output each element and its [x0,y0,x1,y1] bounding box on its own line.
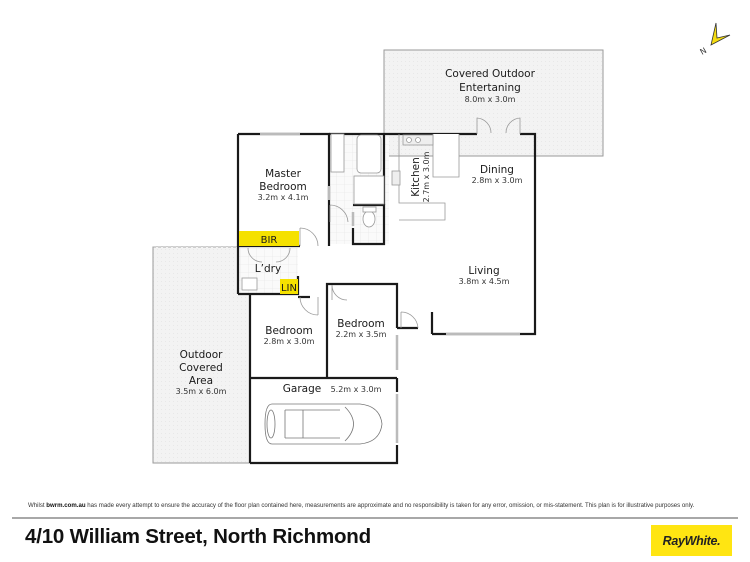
svg-text:3.5m x 6.0m: 3.5m x 6.0m [176,387,227,396]
svg-text:L’dry: L’dry [255,263,281,275]
room-dining: Dining 2.8m x 3.0m [472,164,523,185]
svg-text:Area: Area [189,375,213,387]
svg-text:LIN: LIN [281,283,297,294]
disclaimer-text: has made every attempt to ensure the acc… [85,502,695,509]
svg-text:Covered: Covered [179,362,223,374]
svg-text:2.2m x 3.5m: 2.2m x 3.5m [336,330,387,339]
footer-divider [12,517,738,519]
room-garage: Garage 5.2m x 3.0m [283,383,382,395]
doors [247,117,521,329]
room-laundry: L’dry [255,263,281,275]
room-outdoor-covered-area: Outdoor Covered Area 3.5m x 6.0m [152,246,250,464]
disclaimer-brand: bwrm.com.au [46,502,86,509]
logo-text: RayWhite. [662,533,721,548]
svg-text:3.2m x 4.1m: 3.2m x 4.1m [258,193,309,202]
car-icon [264,403,383,445]
disclaimer: Whilst bwrm.com.au has made every attemp… [28,502,748,509]
room-bedroom-3: Bedroom 2.2m x 3.5m [336,318,387,339]
room-living: Living 3.8m x 4.5m [459,265,510,286]
svg-text:Dining: Dining [480,164,514,176]
windows [260,132,520,443]
room-bir: BIR [239,231,299,246]
svg-text:Bedroom: Bedroom [259,181,307,193]
svg-text:Bedroom: Bedroom [337,318,385,330]
kitchen-bench [391,134,460,221]
svg-text:8.0m x 3.0m: 8.0m x 3.0m [465,95,516,104]
svg-text:Bedroom: Bedroom [265,325,313,337]
bathroom-fixtures [241,133,385,291]
svg-text:2.7m x 3.0m: 2.7m x 3.0m [422,151,431,202]
svg-text:BIR: BIR [261,235,278,246]
disclaimer-prefix: Whilst [28,502,47,509]
svg-text:Covered Outdoor: Covered Outdoor [445,68,536,80]
north-arrow-icon: N [699,22,731,57]
svg-text:Living: Living [468,265,499,277]
room-linen: LIN [280,279,298,294]
svg-text:Garage: Garage [283,383,321,395]
room-kitchen: Kitchen 2.7m x 3.0m [410,151,431,202]
property-address: 4/10 William Street, North Richmond [25,525,371,548]
north-label: N [699,46,709,57]
room-master-bedroom: Master Bedroom 3.2m x 4.1m [258,168,309,202]
svg-text:Entertaning: Entertaning [459,82,521,94]
svg-text:Outdoor: Outdoor [180,349,224,361]
svg-text:Kitchen: Kitchen [410,157,422,196]
raywhite-logo: RayWhite. [651,525,732,556]
svg-text:2.8m x 3.0m: 2.8m x 3.0m [264,337,315,346]
svg-text:Master: Master [265,168,302,180]
svg-text:3.8m x 4.5m: 3.8m x 4.5m [459,277,510,286]
room-bedroom-2: Bedroom 2.8m x 3.0m [264,325,315,346]
svg-text:2.8m x 3.0m: 2.8m x 3.0m [472,176,523,185]
svg-text:5.2m x 3.0m: 5.2m x 3.0m [331,385,382,394]
floor-plan: N Covered Outdoor Entertaning 8.0m x 3.0… [152,22,731,465]
